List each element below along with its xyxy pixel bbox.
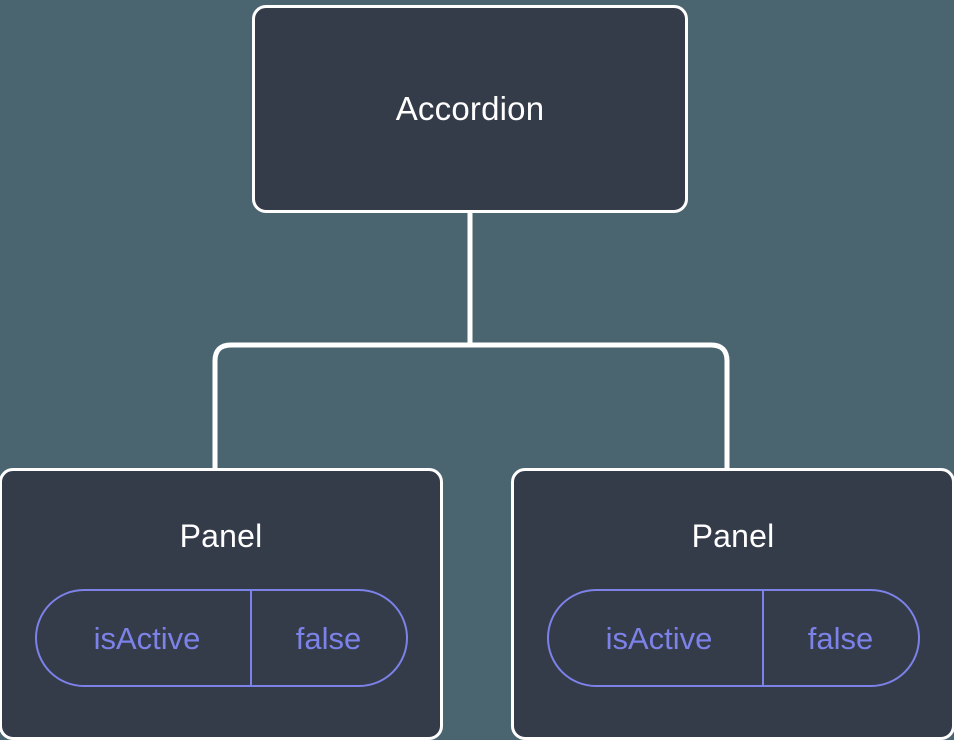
node-panel-2-title: Panel (691, 518, 775, 554)
node-panel-1-prop-pill[interactable]: isActive false (34, 589, 408, 688)
node-panel-1-prop-key: isActive (93, 620, 201, 656)
node-accordion[interactable]: Accordion (252, 5, 688, 213)
node-panel-1[interactable]: Panel isActive false (0, 468, 443, 740)
node-panel-2-prop-key: isActive (605, 620, 713, 656)
node-panel-2[interactable]: Panel isActive false (511, 468, 954, 740)
node-accordion-title: Accordion (395, 89, 545, 127)
edge-branch-bus (212, 342, 730, 470)
node-panel-1-title: Panel (179, 518, 263, 554)
node-panel-1-prop-value: false (249, 591, 406, 686)
node-panel-2-prop-value: false (761, 591, 918, 686)
node-panel-2-prop-pill[interactable]: isActive false (546, 589, 920, 688)
